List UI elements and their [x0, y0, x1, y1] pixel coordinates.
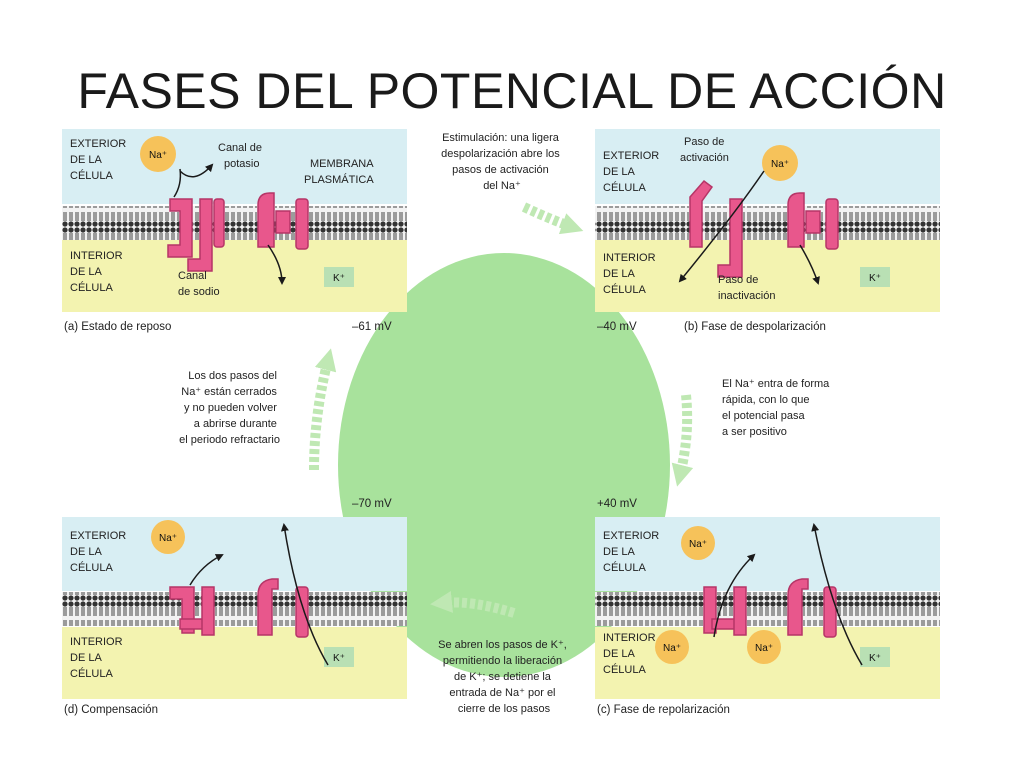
- panel-d-voltage: –70 mV: [352, 498, 392, 510]
- label-activation-gate: Paso de activación: [680, 136, 729, 164]
- cycle-arrow-left: [309, 348, 337, 471]
- k-ion-d: [324, 647, 354, 667]
- k-ion-a-label: K⁺: [333, 273, 345, 284]
- panel-b-depolarization: Na⁺ K⁺ EXTERIOR DE LA CÉLULA INTERIOR DE…: [595, 129, 940, 333]
- na-ion-a: [140, 136, 176, 172]
- k-ion-a: [324, 267, 354, 287]
- k-ion-b-label: K⁺: [869, 273, 881, 284]
- cycle-arrow-top: [521, 202, 584, 235]
- membrane-d: [62, 592, 407, 626]
- panel-c-inside-label: INTERIOR DE LA CÉLULA: [603, 632, 659, 676]
- panel-b-voltage: –40 mV: [597, 321, 637, 333]
- panel-a-voltage: –61 mV: [352, 321, 392, 333]
- cycle-arrow-bottom: [430, 591, 516, 618]
- panel-b-outside-label: EXTERIOR DE LA CÉLULA: [603, 150, 662, 194]
- membrane-b: [595, 206, 940, 240]
- k-channel-d: [257, 578, 279, 636]
- transition-text-top: Estimulación: una ligera despolarización…: [441, 132, 563, 192]
- label-inactivation-gate: Paso de inactivación: [718, 274, 775, 302]
- transition-text-bottom: Se abren los pasos de K⁺, permitiendo la…: [438, 639, 570, 715]
- center-circle: [338, 253, 670, 677]
- panel-b-caption: (b) Fase de despolarización: [684, 321, 826, 333]
- transition-text-left: Los dos pasos del Na⁺ están cerrados y n…: [179, 370, 280, 446]
- k-channel-b: [787, 192, 805, 248]
- na-ion-c-inside-right: [747, 630, 781, 664]
- k-ion-c-label: K⁺: [869, 653, 881, 664]
- na-ion-a-label: Na⁺: [149, 150, 167, 161]
- panel-c-outside-label: EXTERIOR DE LA CÉLULA: [603, 530, 662, 574]
- k-channel-c: [787, 578, 809, 636]
- na-channel-a: [167, 198, 193, 258]
- na-ion-c-inside-left-label: Na⁺: [663, 643, 681, 654]
- panel-a-inside-label: INTERIOR DE LA CÉLULA: [70, 250, 126, 294]
- panel-c-repolarization: Na⁺ Na⁺ Na⁺ K⁺ EXTERIOR DE LA CÉLULA INT…: [595, 498, 940, 716]
- na-ion-c-inside-left: [655, 630, 689, 664]
- panel-b-inside-label: INTERIOR DE LA CÉLULA: [603, 252, 659, 296]
- label-membrane: MEMBRANA PLASMÁTICA: [304, 158, 376, 186]
- cycle-arrow-right: [671, 394, 694, 487]
- action-potential-phases-diagram: Na⁺ K⁺ EXTERIOR DE LA CÉLULA INTERIOR DE…: [62, 129, 940, 716]
- k-ion-d-label: K⁺: [333, 653, 345, 664]
- na-ion-d-label: Na⁺: [159, 533, 177, 544]
- panel-a-caption: (a) Estado de reposo: [64, 321, 171, 333]
- na-ion-d: [151, 520, 185, 554]
- transition-text-right: El Na⁺ entra de forma rápida, con lo que…: [722, 378, 832, 438]
- label-na-channel: Canal de sodio: [178, 270, 220, 298]
- k-channel-a: [257, 192, 275, 248]
- k-ion-c: [860, 647, 890, 667]
- na-channel-b: [689, 179, 714, 248]
- panel-d-inside-label: INTERIOR DE LA CÉLULA: [70, 636, 126, 680]
- na-ion-b-label: Na⁺: [771, 159, 789, 170]
- panel-d-caption: (d) Compensación: [64, 704, 158, 716]
- na-ion-c-outside: [681, 526, 715, 560]
- membrane-a: [62, 206, 407, 240]
- panel-c-voltage: +40 mV: [597, 498, 637, 510]
- na-ion-c-inside-right-label: Na⁺: [755, 643, 773, 654]
- membrane-c: [595, 592, 940, 626]
- label-k-channel: Canal de potasio: [218, 142, 265, 170]
- panel-d-compensation: Na⁺ K⁺ EXTERIOR DE LA CÉLULA INTERIOR DE…: [62, 498, 407, 716]
- panel-d-outside-label: EXTERIOR DE LA CÉLULA: [70, 530, 129, 574]
- na-ion-b: [762, 145, 798, 181]
- panel-a-outside-label: EXTERIOR DE LA CÉLULA: [70, 138, 129, 182]
- panel-a-resting-state: Na⁺ K⁺ EXTERIOR DE LA CÉLULA INTERIOR DE…: [62, 129, 407, 333]
- panel-c-caption: (c) Fase de repolarización: [597, 704, 730, 716]
- na-ion-c-outside-label: Na⁺: [689, 539, 707, 550]
- k-ion-b: [860, 267, 890, 287]
- slide-title: FASES DEL POTENCIAL DE ACCIÓN: [77, 63, 947, 119]
